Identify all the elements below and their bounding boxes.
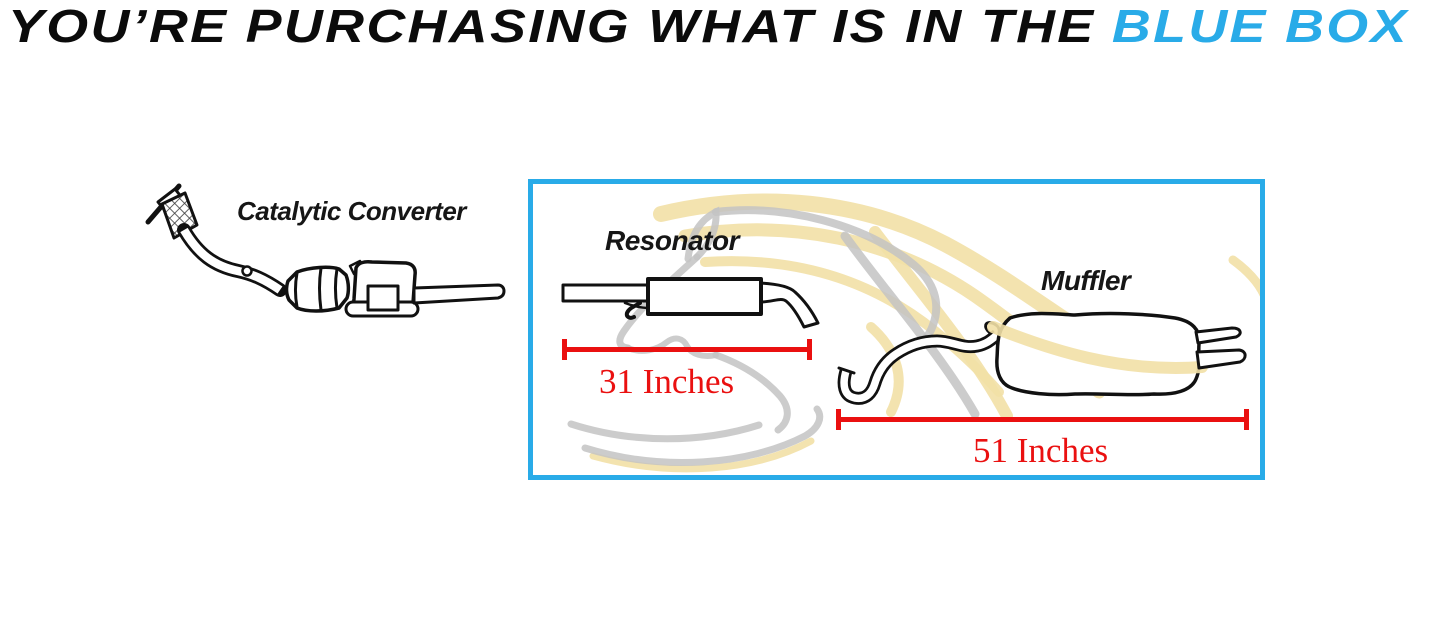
muffler-label: Muffler [1041,265,1131,296]
resonator-inlet-pipe [561,283,655,303]
muffler-pipe-end-cap [837,366,856,375]
muffler-length: 51 Inches [973,431,1109,470]
cat-body-front [284,265,351,313]
resonator-length: 31 Inches [599,362,735,401]
cat-outlet-pipe [412,283,506,305]
resonator-label: Resonator [605,225,739,256]
muffler-inlet-pipe-inner [840,332,1000,403]
muffler-tips [1194,326,1247,370]
resonator-drawing [561,277,820,329]
blue-box: Resonator Muffler 31 Inches 51 Inches [528,179,1265,480]
catalytic-converter-label: Catalytic Converter [237,196,466,226]
resonator-outlet-pipe [758,281,820,329]
o2-sensor-bung [241,265,253,277]
catalytic-converter-drawing [145,183,506,318]
muffler-drawing [837,311,1247,405]
heat-shield-window [366,284,400,312]
muffler-dimension-line [836,409,1249,430]
downpipe-inner [180,227,283,294]
resonator-body [646,277,763,316]
resonator-dimension-line [562,339,812,360]
title-highlight: BLUE BOX [1111,0,1409,52]
cat-body-bands [294,266,339,312]
muffler-mane-overlay [987,321,1208,374]
page-title: YOU’RE PURCHASING WHAT IS IN THE BLUE BOX [8,0,1409,52]
title-prefix: YOU’RE PURCHASING WHAT IS IN THE [8,0,1096,52]
